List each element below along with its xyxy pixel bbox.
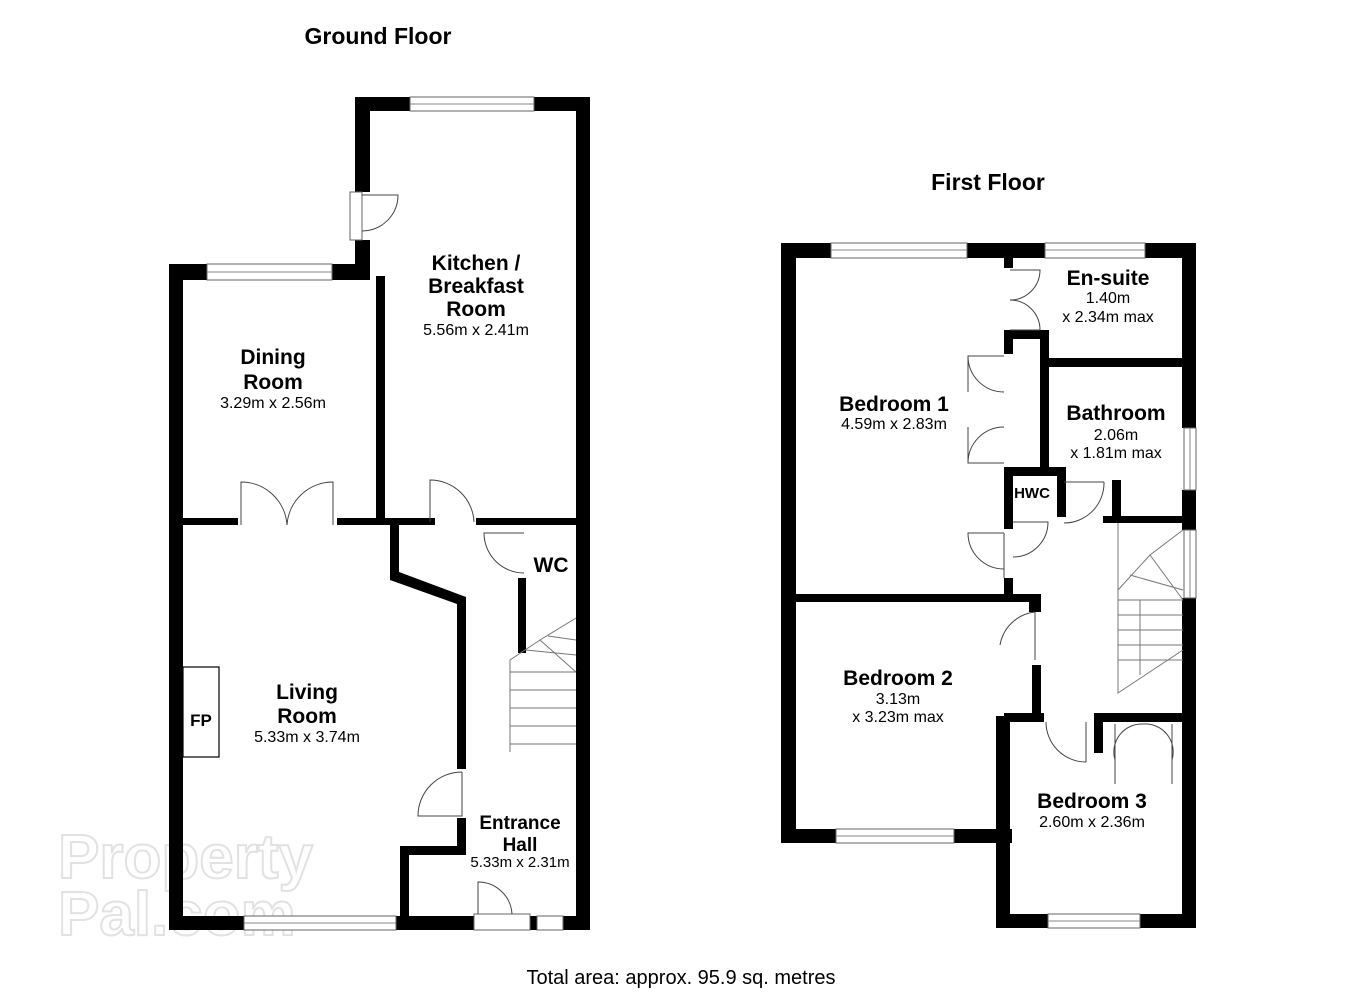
kitchen-dimensions: 5.56m x 2.41m [423,322,529,339]
first-floor-stairs [1117,523,1184,694]
bedroom3-dimensions: 2.60m x 2.36m [1039,814,1145,831]
bedroom1-dimensions: 4.59m x 2.83m [841,416,947,433]
hwc-label: HWC [1014,485,1050,502]
room-kitchen: Kitchen / Breakfast Room 5.56m x 2.41m [423,252,529,339]
room-bedroom-1: Bedroom 1 4.59m x 2.83m [839,393,949,433]
ground-floor-walls [169,96,590,931]
total-area: Total area: approx. 95.9 sq. metres [526,967,835,989]
room-bedroom-3: Bedroom 3 2.60m x 2.36m [1037,790,1147,831]
wc-label: WC [534,554,569,577]
bedroom2-dim-2: x 3.23m max [852,709,944,726]
hall-dimensions: 5.33m x 2.31m [470,854,569,871]
fireplace-box [182,666,220,758]
ground-floor-title: Ground Floor [305,23,452,49]
room-dining: Dining Room 3.29m x 2.56m [220,346,326,412]
kitchen-name-1: Kitchen / [432,252,521,275]
first-floor-doors [967,269,1174,784]
room-entrance-hall: Entrance Hall 5.33m x 2.31m [470,813,569,871]
hall-name-2: Hall [503,835,538,856]
ensuite-name: En-suite [1067,267,1150,290]
kitchen-name-2: Breakfast [428,275,524,298]
room-ensuite: En-suite 1.40m x 2.34m max [1062,267,1154,326]
living-name-1: Living [276,681,338,704]
kitchen-name-3: Room [446,298,506,321]
dining-name-1: Dining [240,346,305,369]
bedroom1-name: Bedroom 1 [839,393,949,416]
fireplace-label: FP [190,711,212,730]
living-dimensions: 5.33m x 3.74m [254,729,360,746]
first-floor-walls [781,242,1197,929]
bedroom2-name: Bedroom 2 [843,667,953,690]
dining-name-2: Room [243,371,303,394]
dining-dimensions: 3.29m x 2.56m [220,395,326,412]
bathroom-dim-1: 2.06m [1094,427,1138,444]
ground-floor-doors [240,191,531,931]
bathroom-dim-2: x 1.81m max [1070,445,1162,462]
watermark-line-1: Property [58,823,313,892]
ensuite-dim-2: x 2.34m max [1062,309,1154,326]
room-bathroom: Bathroom 2.06m x 1.81m max [1066,402,1165,462]
first-floor-plan: First Floor [781,169,1197,929]
ground-floor-stairs [509,617,577,752]
room-living: Living Room 5.33m x 3.74m [254,681,360,746]
room-bedroom-2: Bedroom 2 3.13m x 3.23m max [843,667,953,726]
ground-floor-plan: Ground Floor [169,23,590,931]
bedroom2-dim-1: 3.13m [876,691,920,708]
first-floor-title: First Floor [931,169,1045,195]
bathroom-name: Bathroom [1066,402,1165,425]
bedroom3-name: Bedroom 3 [1037,790,1147,813]
hall-name-1: Entrance [479,813,560,834]
living-name-2: Room [277,705,337,728]
ensuite-dim-1: 1.40m [1086,290,1130,307]
